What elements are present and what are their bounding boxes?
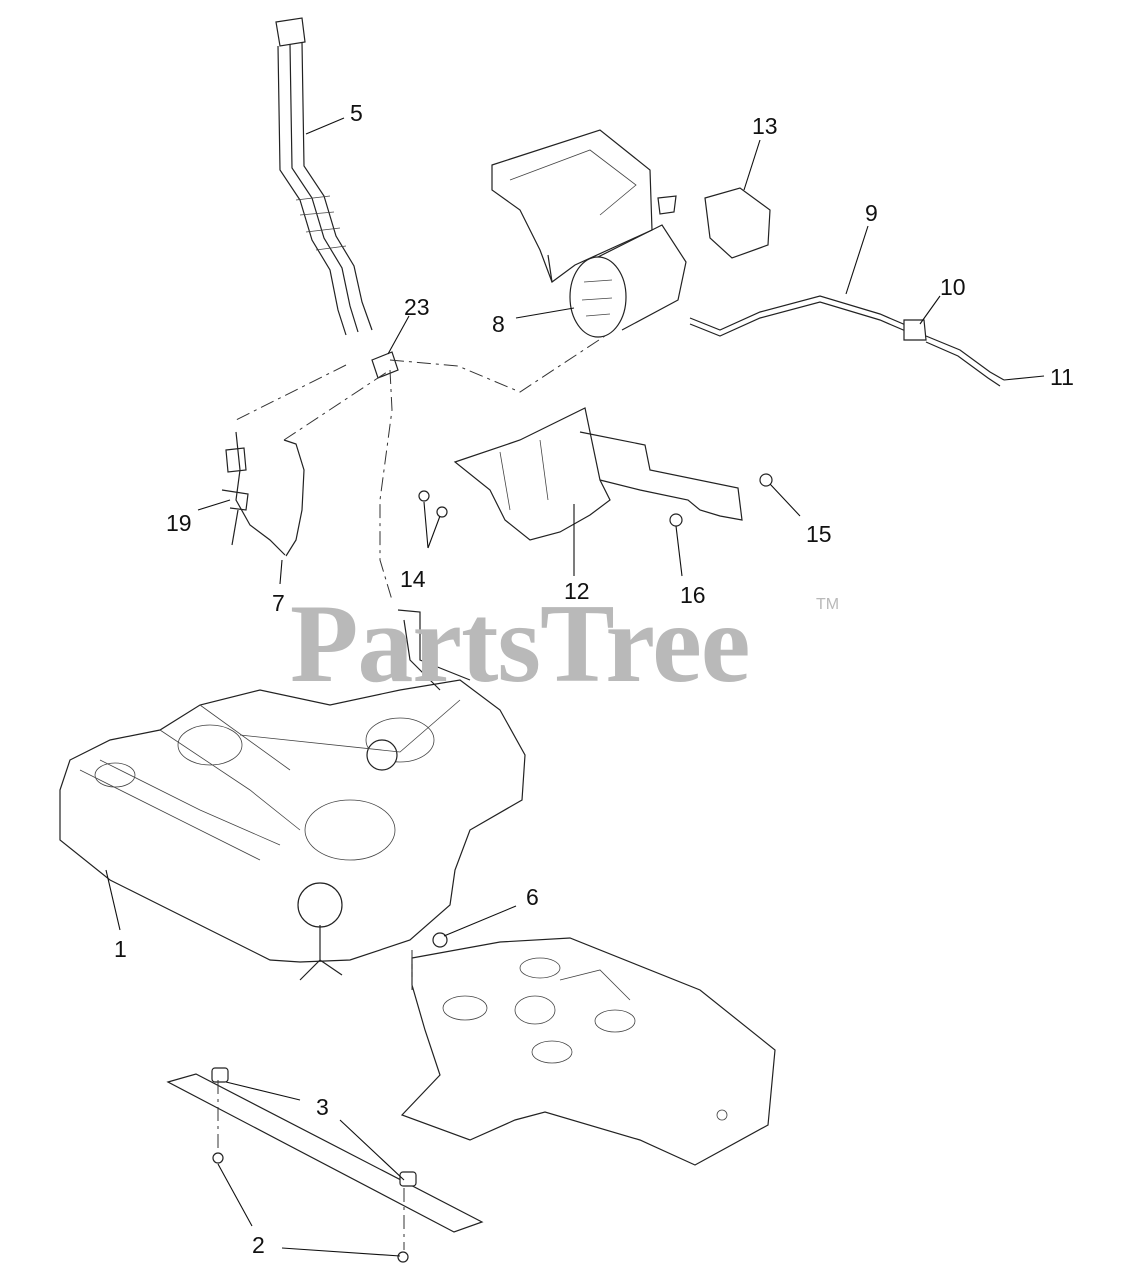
canister-part: [569, 224, 687, 338]
fastener-parts: [418, 473, 773, 527]
filler-neck-part: [275, 17, 373, 336]
callout-3: 3: [316, 1094, 329, 1120]
callout-13: 13: [752, 113, 778, 139]
assembly-lines: [217, 335, 606, 1250]
trademark-mark: TM: [816, 596, 840, 613]
tank-tubes-part: [397, 609, 471, 691]
callout-8: 8: [492, 311, 505, 337]
clamp-part: [657, 187, 771, 259]
fuel-tank-part: [59, 679, 526, 981]
leader-lines: [105, 117, 1045, 1257]
callout-15: 15: [806, 521, 832, 547]
callout-5: 5: [350, 100, 363, 126]
vent-hose-part: [221, 431, 305, 557]
clip-part: [371, 351, 399, 379]
vapor-line-part: [689, 295, 1005, 387]
callout-23: 23: [404, 294, 430, 320]
mounting-plate-part: [400, 932, 776, 1166]
callout-14: 14: [400, 566, 426, 592]
canister-bracket-part: [491, 129, 653, 283]
callout-12: 12: [564, 578, 590, 604]
bumper-strip-part: [166, 1067, 484, 1263]
callout-10: 10: [940, 274, 966, 300]
callout-1: 1: [114, 936, 127, 962]
watermark-text: PartsTree: [290, 582, 751, 706]
callout-19: 19: [166, 510, 192, 536]
heat-shield-part: [453, 407, 743, 541]
callout-16: 16: [680, 582, 706, 608]
callout-11: 11: [1050, 364, 1074, 390]
callout-7: 7: [272, 590, 285, 616]
callout-9: 9: [865, 200, 878, 226]
callout-2: 2: [252, 1232, 265, 1258]
callout-6: 6: [526, 884, 539, 910]
